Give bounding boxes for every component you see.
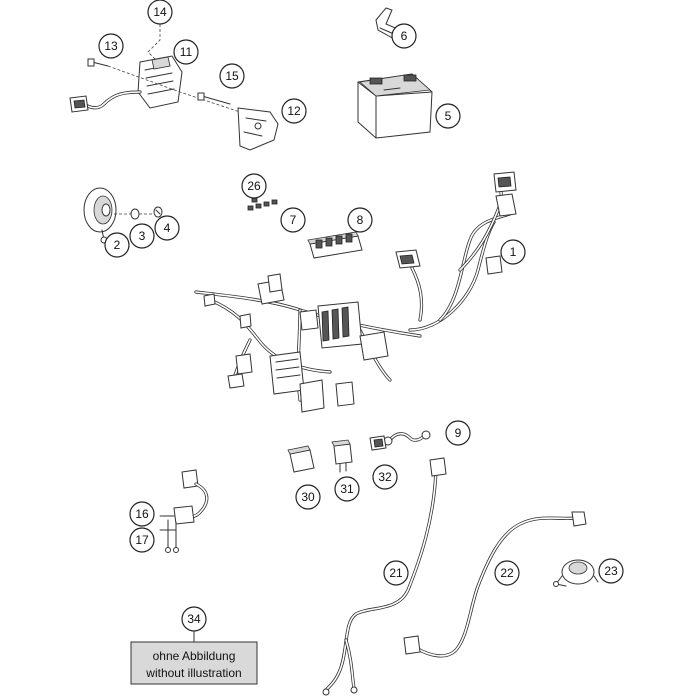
callout-6-label: 6 (401, 29, 408, 43)
switch-23-part (553, 559, 599, 587)
callout-9-label: 9 (455, 426, 462, 440)
note-box: ohne Abbildung without illustration (130, 641, 258, 685)
callout-23: 23 (598, 558, 624, 584)
callout-22-label: 22 (500, 566, 514, 580)
callout-8: 8 (347, 207, 373, 233)
fuse-box-part (307, 231, 363, 259)
callout-13-label: 13 (104, 39, 118, 53)
callout-1-label: 1 (510, 245, 517, 259)
callout-22: 22 (494, 560, 520, 586)
callout-30: 30 (295, 484, 321, 510)
horn-assembly (83, 187, 163, 244)
callout-26-label: 26 (247, 179, 261, 193)
callout-3: 3 (129, 223, 155, 249)
callout-8-label: 8 (357, 213, 364, 227)
callout-1: 1 (500, 239, 526, 265)
callout-14: 14 (147, 0, 173, 25)
pins-part (247, 197, 278, 211)
callout-7: 7 (280, 207, 306, 233)
callout-17-label: 17 (135, 533, 149, 547)
callout-9: 9 (445, 420, 471, 446)
sensor-assembly (159, 469, 209, 553)
callout-4-label: 4 (164, 221, 171, 235)
callout-4: 4 (154, 215, 180, 241)
callout-6: 6 (391, 23, 417, 49)
cable-21-part (322, 457, 447, 696)
callout-16: 16 (129, 501, 155, 527)
callout-15: 15 (219, 63, 245, 89)
callout-13: 13 (98, 33, 124, 59)
callout-11: 11 (173, 39, 199, 65)
callout-15-label: 15 (225, 69, 239, 83)
wiring-harness-part (194, 171, 517, 413)
battery-part (357, 73, 433, 139)
note-line-2: without illustration (145, 666, 241, 680)
callout-21: 21 (383, 560, 409, 586)
callout-5-label: 5 (445, 109, 452, 123)
callout-11-label: 11 (180, 45, 193, 59)
callout-34: 34 (181, 606, 207, 632)
callout-31-label: 31 (340, 482, 354, 496)
callout-16-label: 16 (135, 507, 149, 521)
callout-32-label: 32 (378, 470, 392, 484)
callout-34-label: 34 (187, 612, 201, 626)
callout-14-label: 14 (153, 5, 167, 19)
cable-22-part (403, 511, 587, 658)
callout-17: 17 (129, 527, 155, 553)
callout-30-label: 30 (301, 490, 315, 504)
regulator-assembly (69, 24, 279, 151)
callout-2-label: 2 (114, 238, 121, 252)
callout-7-label: 7 (290, 213, 297, 227)
callout-12: 12 (281, 98, 307, 124)
callout-21-label: 21 (389, 566, 403, 580)
callout-32: 32 (372, 464, 398, 490)
callout-31: 31 (334, 476, 360, 502)
callout-26: 26 (241, 173, 267, 199)
callout-3-label: 3 (139, 229, 146, 243)
callout-2: 2 (104, 232, 130, 258)
note-line-1: ohne Abbildung (153, 649, 236, 663)
callout-5: 5 (435, 103, 461, 129)
callout-12-label: 12 (287, 104, 301, 118)
callout-23-label: 23 (604, 564, 618, 578)
ground-cable-part (383, 430, 431, 446)
relays-part (287, 435, 387, 473)
